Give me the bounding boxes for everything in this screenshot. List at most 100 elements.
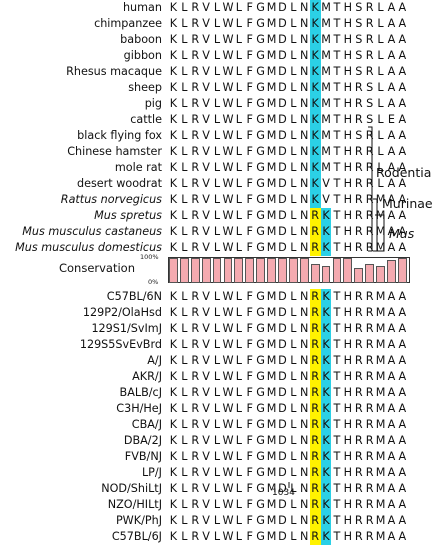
residue: T [333,49,341,62]
residue: A [398,402,407,415]
residue: K [322,482,330,495]
residue: L [181,530,188,543]
residue: L [181,370,188,383]
residue: R [191,65,200,78]
residue: M [375,386,386,399]
residue: K [311,177,319,190]
residue: E [387,113,395,126]
residue: V [202,225,210,238]
residue: K [169,241,178,254]
residue: M [266,145,277,158]
residue: L [181,17,188,30]
residue: A [387,434,396,447]
conservation-bar [179,258,189,283]
residue: N [300,209,309,222]
residue: K [322,241,330,254]
residue: K [169,97,178,110]
residue: F [246,209,253,222]
residue-highlight [309,112,321,128]
residue: T [333,81,341,94]
residue: F [246,434,253,447]
species-row-label: cattle [130,113,162,126]
residue: W [222,33,234,46]
residue: S [355,33,363,46]
residue: H [343,354,353,367]
residue: R [365,209,374,222]
residue: D [278,306,287,319]
residue: M [375,418,386,431]
residue: N [300,402,309,415]
residue: M [266,113,277,126]
residue: A [387,514,396,527]
residue: R [311,530,320,543]
residue: V [322,177,330,190]
residue: F [246,177,253,190]
residue: L [213,322,221,335]
residue: L [235,386,242,399]
residue: L [377,81,384,94]
residue: R [365,65,374,78]
conservation-bar [332,258,342,283]
residue: R [311,241,320,254]
residue: L [377,113,384,126]
rodentia-label: Rodentia [376,165,432,180]
residue: K [169,209,178,222]
species-row-label: Chinese hamster [67,145,162,158]
residue: R [354,161,363,174]
residue: V [202,81,210,94]
residue: F [246,530,253,543]
residue: L [235,129,242,142]
residue: H [343,530,353,543]
residue: H [343,49,353,62]
residue: G [256,1,265,14]
residue: R [191,17,200,30]
residue-highlight [320,240,332,256]
residue: W [222,225,234,238]
residue: R [311,306,320,319]
residue: F [246,81,253,94]
residue: W [222,322,234,335]
residue-highlight [309,176,321,192]
conservation-bar [376,266,385,283]
mus-bracket [375,214,385,252]
residue: M [266,434,277,447]
residue: L [181,290,188,303]
residue: W [222,514,234,527]
residue: F [246,1,253,14]
residue: L [213,49,221,62]
residue: V [202,514,210,527]
residue-highlight [309,144,321,160]
residue: G [256,129,265,142]
residue: M [321,81,331,94]
strain-row-label: 129S5SvEvBrd [79,338,162,351]
residue: D [278,290,287,303]
residue: A [398,113,407,126]
residue: R [365,193,374,206]
residue: K [322,370,330,383]
residue: D [278,514,287,527]
residue: H [343,241,353,254]
residue: H [343,482,353,495]
residue: D [278,482,287,495]
residue: M [266,17,277,30]
residue-highlight [309,0,321,16]
residue: L [290,209,297,222]
residue: K [322,338,330,351]
residue: T [333,161,341,174]
residue: K [169,129,178,142]
residue: L [290,514,297,527]
residue: G [256,193,265,206]
residue: A [398,129,407,142]
residue: M [266,49,277,62]
residue: N [300,33,309,46]
residue: H [343,290,353,303]
strain-row-label: FVB/NJ [124,450,162,463]
residue: R [191,434,200,447]
residue: G [256,482,265,495]
residue: F [246,225,253,238]
residue: G [256,241,265,254]
residue: W [222,338,234,351]
residue: A [398,386,407,399]
residue: R [354,97,363,110]
residue: N [300,386,309,399]
